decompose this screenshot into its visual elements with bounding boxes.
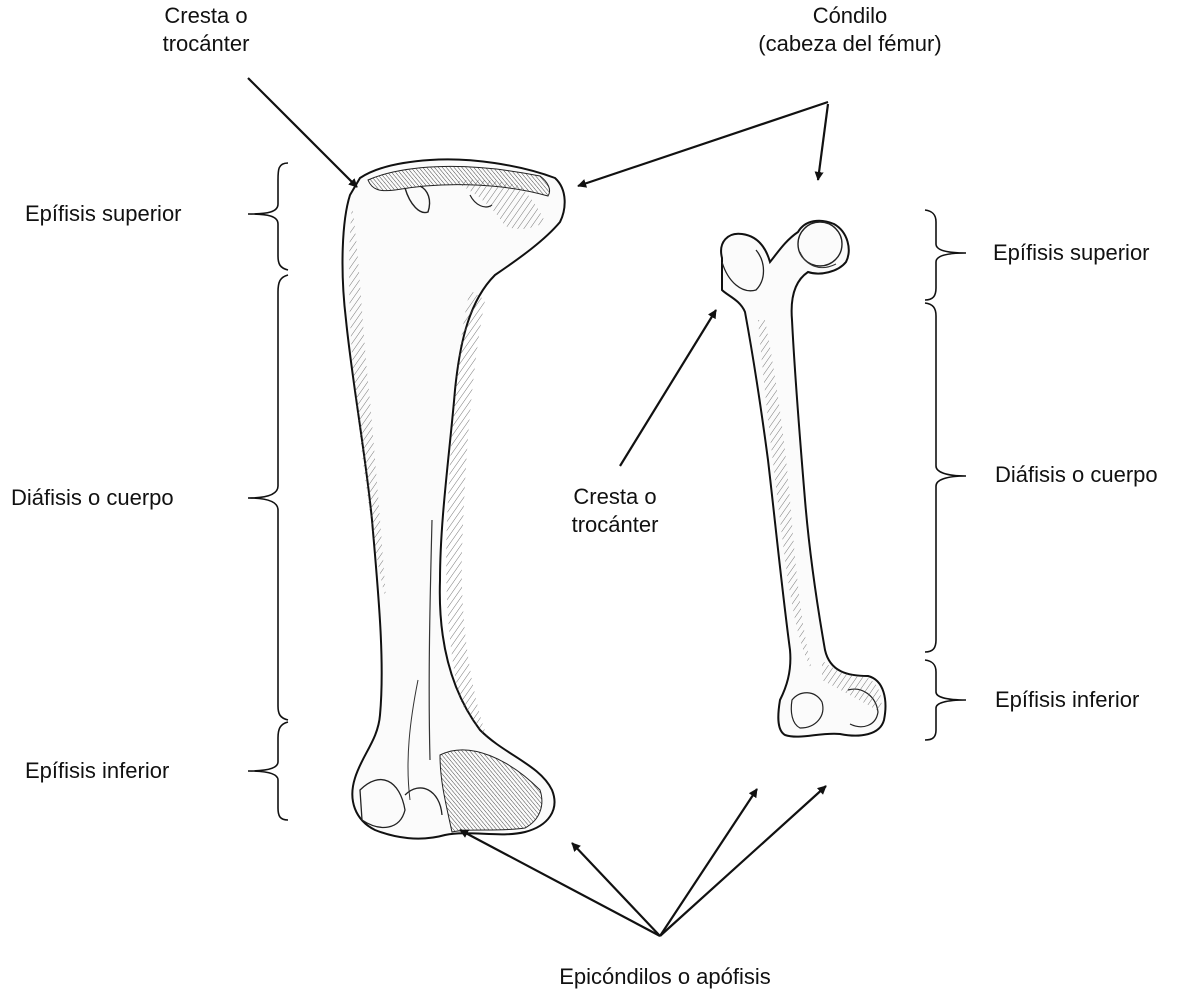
brace-left-epifisis-superior bbox=[248, 163, 288, 270]
brace-right-epifisis-superior bbox=[925, 210, 966, 300]
label-diafisis-right: Diáfisis o cuerpo bbox=[995, 461, 1158, 489]
label-epifisis-inferior-left: Epífisis inferior bbox=[25, 757, 169, 785]
label-cresta-trocanter-center-line2: trocánter bbox=[525, 511, 705, 539]
right-bone-outline bbox=[721, 221, 885, 737]
label-cresta-trocanter-top-line1: Cresta o bbox=[106, 2, 306, 30]
label-epifisis-superior-left: Epífisis superior bbox=[25, 200, 182, 228]
label-diafisis-left: Diáfisis o cuerpo bbox=[11, 484, 174, 512]
brace-right-diafisis bbox=[925, 303, 966, 652]
label-epifisis-superior-right: Epífisis superior bbox=[993, 239, 1150, 267]
label-cresta-trocanter-center: Cresta o trocánter bbox=[525, 483, 705, 539]
arrow-cresta-center bbox=[620, 310, 716, 466]
brace-left-diafisis bbox=[248, 275, 288, 720]
arrow-cresta-top bbox=[248, 78, 357, 187]
label-epifisis-inferior-right: Epífisis inferior bbox=[995, 686, 1139, 714]
label-epicondilos: Epicóndilos o apófisis bbox=[520, 963, 810, 991]
arrow-epicondilo-2 bbox=[572, 843, 660, 936]
right-bone bbox=[721, 221, 885, 737]
brace-right-epifisis-inferior bbox=[925, 660, 966, 740]
label-cresta-trocanter-center-line1: Cresta o bbox=[525, 483, 705, 511]
arrow-condilo-left bbox=[578, 102, 828, 186]
label-cresta-trocanter-top-line2: trocánter bbox=[106, 30, 306, 58]
label-condilo: Cóndilo (cabeza del fémur) bbox=[710, 2, 990, 58]
arrow-epicondilo-1 bbox=[460, 830, 660, 936]
label-condilo-line2: (cabeza del fémur) bbox=[710, 30, 990, 58]
left-bone-condyle-shading bbox=[440, 750, 542, 832]
label-cresta-trocanter-top: Cresta o trocánter bbox=[106, 2, 306, 58]
brace-left-epifisis-inferior bbox=[248, 722, 288, 820]
arrow-condilo-right bbox=[818, 104, 828, 180]
label-condilo-line1: Cóndilo bbox=[710, 2, 990, 30]
